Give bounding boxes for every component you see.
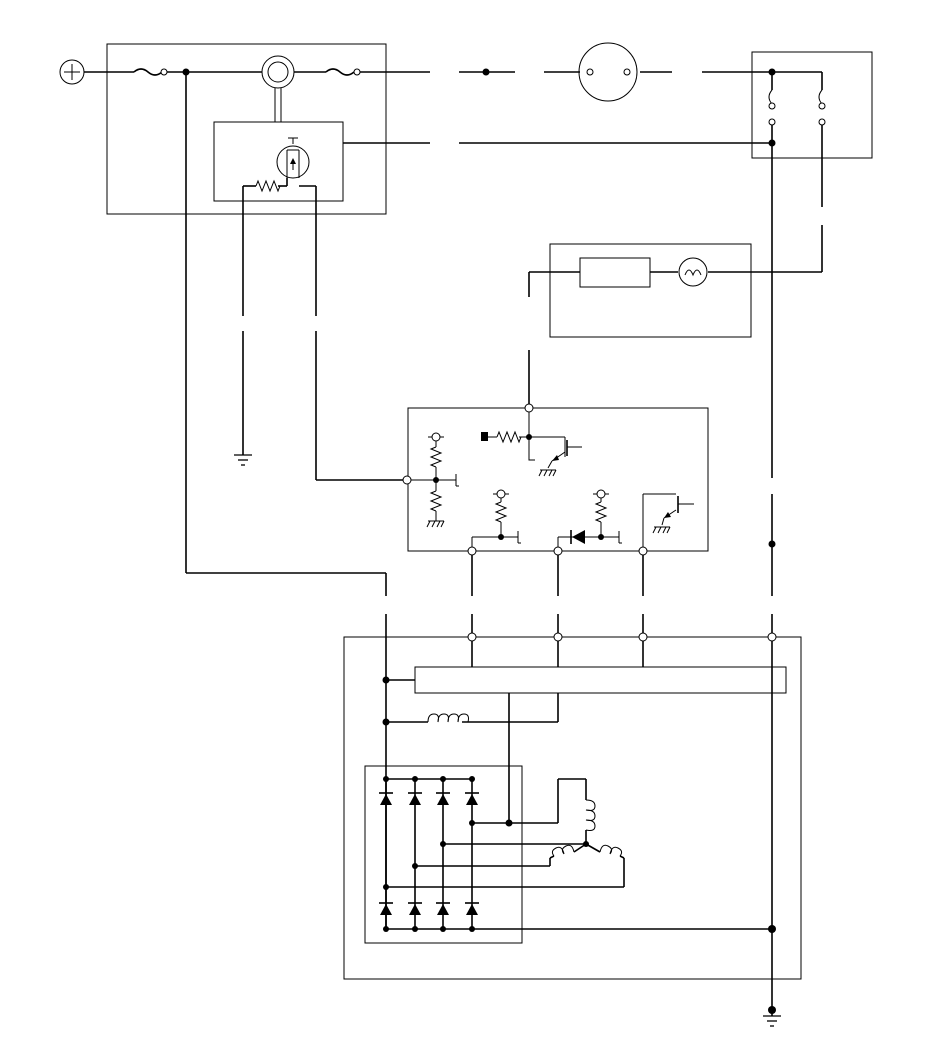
sense-resistor <box>243 178 288 193</box>
ignition-sense-wire <box>299 185 404 481</box>
fusible-link-block <box>213 121 344 202</box>
lamp-circuit <box>528 257 822 404</box>
alternator <box>343 636 802 980</box>
output-rail-wire <box>768 143 776 633</box>
fusible-link-symbol <box>276 137 310 179</box>
ignition-switch <box>261 55 295 122</box>
lamp-driver-circuit <box>481 412 582 477</box>
rectifier-bridge <box>378 776 776 933</box>
field-coil <box>382 693 559 726</box>
rectifier <box>364 765 523 944</box>
sense-pullup-b <box>557 489 622 548</box>
relay-module <box>751 51 873 159</box>
regulator-connections <box>382 641 644 823</box>
battery-terminal <box>59 59 85 85</box>
warning-lamp-module <box>549 243 752 338</box>
voltage-regulator <box>414 666 787 694</box>
fuse-box <box>106 43 387 215</box>
ecm-alternator-harness <box>471 555 644 633</box>
charge-indicator <box>578 42 638 102</box>
alternator-ground <box>762 1006 782 1027</box>
charge-line-wire <box>343 139 776 147</box>
ig-divider-circuit <box>411 432 459 528</box>
sense-pullup-a <box>471 489 521 547</box>
main-feed-wire <box>84 68 822 76</box>
output-transistor <box>642 493 694 547</box>
relay-contacts <box>768 68 826 272</box>
stator <box>386 778 625 888</box>
sense-ground-wire <box>233 186 253 466</box>
